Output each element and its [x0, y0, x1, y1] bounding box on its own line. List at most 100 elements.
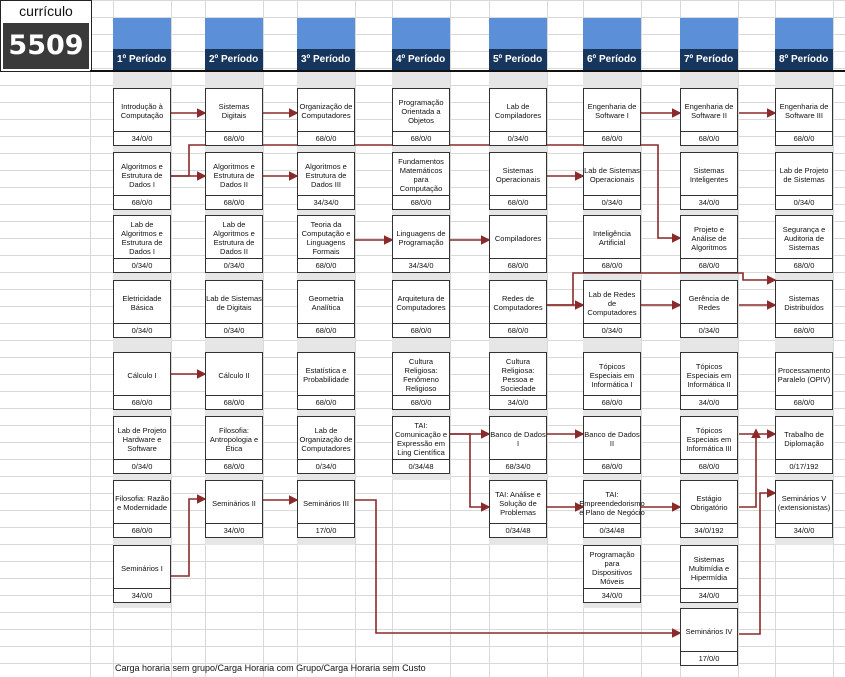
course-title: Estatística e Probabilidade: [303, 366, 349, 384]
course-title: TAI: Comunicação e Expressão em Ling Cie…: [394, 421, 448, 457]
course-hours: 34/0/0: [681, 195, 737, 209]
course-hours: 34/0/0: [776, 523, 832, 537]
course-title: Engenharia de Software I: [587, 102, 637, 120]
course-title: Seminários I: [121, 563, 163, 573]
course-card: Processamento Paralelo (OPIV)68/0/0: [775, 352, 833, 410]
course-title: Lab de Compiladores: [494, 102, 542, 120]
course-hours: 34/34/0: [298, 195, 354, 209]
course-card: Inteligência Artificial 68/0/0: [583, 215, 641, 273]
course-hours: 34/34/0: [393, 258, 449, 272]
grid-line: [0, 493, 845, 494]
course-hours: 68/0/0: [584, 258, 640, 272]
course-title: Estágio Obrigatório: [690, 494, 728, 512]
course-title: Engenharia de Software II: [684, 102, 734, 120]
course-hours: 17/0/0: [298, 523, 354, 537]
prerequisite-arrow: [171, 494, 207, 577]
course-hours: 0/34/0: [490, 131, 546, 145]
course-card: Cultura Religiosa: Fenômeno Religioso 68/…: [392, 352, 450, 410]
course-hours: 0/17/192: [776, 459, 832, 473]
course-hours: 68/0/0: [584, 459, 640, 473]
course-hours: 0/34/0: [681, 323, 737, 337]
course-title: Sistemas Multimídia e Hipermídia: [688, 554, 730, 582]
course-title: Inteligência Artificial: [593, 229, 631, 247]
grid-column-line: [738, 0, 739, 677]
course-title: Cálculo I: [127, 370, 157, 380]
course-title: Sistemas Digitais: [218, 102, 250, 120]
course-hours: 68/0/0: [206, 131, 262, 145]
course-hours: 68/0/0: [490, 323, 546, 337]
course-hours: 34/0/0: [681, 588, 737, 602]
course-title: Redes de Computadores: [493, 294, 543, 312]
course-card: Trabalho de Diplomação 0/17/192: [775, 416, 833, 474]
course-hours: 68/0/0: [393, 131, 449, 145]
course-title: Lab de Organização de Computadores: [299, 425, 353, 453]
course-title: Projeto e Análise de Algoritmos: [691, 224, 727, 252]
period-header: 6º Período: [583, 49, 641, 70]
course-title: Lab de Sistemas de Digitais: [206, 294, 262, 312]
grid-line: [0, 0, 845, 1]
course-title: Banco de Dados II: [584, 430, 640, 448]
course-title: Lab de Projeto de Sistemas: [779, 166, 829, 184]
period-header: 4º Período: [392, 49, 450, 70]
course-title: Cultura Religiosa: Pessoa e Sociedade: [500, 357, 536, 393]
header-divider: [90, 70, 845, 72]
period-header-band: [297, 18, 355, 49]
course-title: Sistemas Operacionais: [495, 166, 541, 184]
grid-column-line: [90, 0, 91, 677]
course-hours: 34/0/0: [114, 588, 170, 602]
course-hours: 68/0/0: [206, 195, 262, 209]
course-title: Tópicos Especiais em Informática II: [686, 361, 732, 389]
course-hours: 68/0/0: [393, 395, 449, 409]
course-hours: 68/0/0: [298, 131, 354, 145]
course-hours: 68/0/0: [393, 195, 449, 209]
period-header-band: [680, 18, 738, 49]
course-title: Lab de Sistemas Operacionais: [584, 166, 640, 184]
course-hours: 17/0/0: [681, 651, 737, 665]
course-hours: 68/0/0: [776, 323, 832, 337]
course-card: TAI: Comunicação e Expressão em Ling Cie…: [392, 416, 450, 474]
course-hours: 0/34/0: [584, 323, 640, 337]
course-title: Introdução à Computação: [120, 102, 164, 120]
course-card: Lab de Algoritmos e Estrutura de Dados I…: [113, 215, 171, 273]
course-hours: 68/0/0: [298, 258, 354, 272]
course-hours: 0/34/0: [114, 258, 170, 272]
period-header-band: [583, 18, 641, 49]
period-header-band: [489, 18, 547, 49]
course-hours: 68/0/0: [298, 323, 354, 337]
course-hours: 68/0/0: [490, 195, 546, 209]
course-card: Seminários I 34/0/0: [113, 545, 171, 603]
prerequisite-arrow: [355, 499, 682, 638]
course-card: Redes de Computadores 68/0/0: [489, 280, 547, 338]
period-header-band: [205, 18, 263, 49]
course-hours: 68/0/0: [776, 258, 832, 272]
period-header-band: [392, 18, 450, 49]
course-hours: 68/0/0: [776, 131, 832, 145]
course-title: Trabalho de Diplomação: [784, 430, 824, 448]
course-hours: 0/34/0: [114, 459, 170, 473]
period-header: 7º Período: [680, 49, 738, 70]
course-card: Lab de Organização de Computadores 0/34/0: [297, 416, 355, 474]
course-title: Cultura Religiosa: Fenômeno Religioso: [403, 357, 439, 393]
course-hours: 0/34/0: [298, 459, 354, 473]
course-hours: 68/0/0: [206, 459, 262, 473]
course-hours: 0/34/48: [393, 459, 449, 473]
prerequisite-arrow: [450, 433, 491, 512]
course-hours: 68/0/0: [393, 323, 449, 337]
course-card: Seminários V (extensionistas)34/0/0: [775, 480, 833, 538]
